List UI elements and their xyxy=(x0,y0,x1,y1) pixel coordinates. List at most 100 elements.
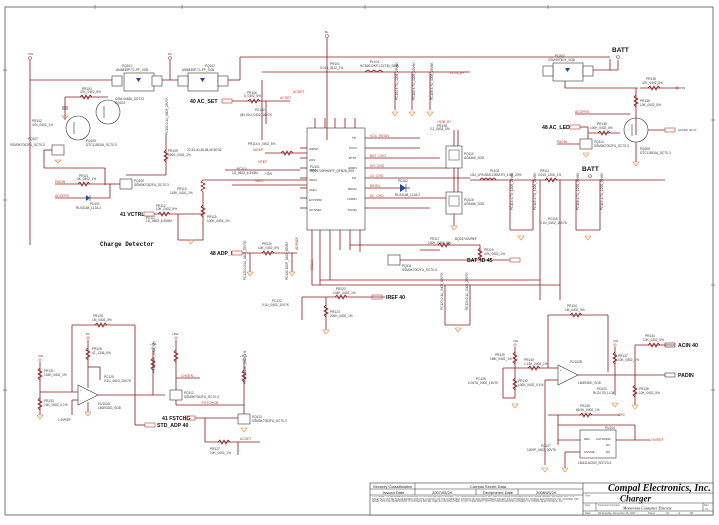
svg-text:REF: REF xyxy=(584,437,590,441)
svg-text:PGND: PGND xyxy=(348,208,358,212)
title-block: Security Classification Compal Secret Da… xyxy=(369,482,714,516)
svg-text:VIN: VIN xyxy=(613,339,618,343)
comparator-pu102: PR125 1M_0402_5% VIN PR131 133K_0402_1% … xyxy=(36,314,188,429)
net-padin: PADIN xyxy=(678,373,694,379)
svg-text:100K_0402_5%: 100K_0402_5% xyxy=(428,241,451,245)
bjt-pq104: PQ105 DTC115EUA_SC70-3 xyxy=(65,115,117,147)
svg-text:PR126: PR126 xyxy=(92,347,102,351)
svg-text:PR101: PR101 xyxy=(330,62,340,66)
svg-text:PC105 4.7U_1206_25V6K: PC105 4.7U_1206_25V6K xyxy=(412,62,416,100)
high-side-mosfet-pq110: PQ110 AO4466_SO8 xyxy=(445,145,484,169)
company-name: Compal Electronics, Inc. xyxy=(608,483,711,494)
svg-text:PC126: PC126 xyxy=(476,377,486,381)
svg-text:PQ111: PQ111 xyxy=(402,264,412,268)
size-label: Size xyxy=(585,503,591,507)
net-iadsp: IADSP xyxy=(253,148,264,152)
svg-text:PD102: PD102 xyxy=(398,179,408,183)
net-vctrl: 41 VCTRL xyxy=(120,212,145,218)
svg-text:PR112: PR112 xyxy=(156,204,166,208)
svg-text:1M_0402_5%: 1M_0402_5% xyxy=(565,308,585,312)
disclaimer-text: THIS SHEET OF ENGINEERING DRAWING IS THE… xyxy=(372,496,579,504)
svg-text:PQ102: PQ102 xyxy=(555,54,565,58)
svg-text:SSM3K7002FU_SC70-3: SSM3K7002FU_SC70-3 xyxy=(402,268,437,272)
svg-text:PR122: PR122 xyxy=(336,287,346,291)
svg-text:PR111: PR111 xyxy=(79,174,88,178)
security-label: Security Classification xyxy=(373,484,412,489)
net-regn: REGN xyxy=(370,184,380,188)
svg-text:+3VL: +3VL xyxy=(265,172,273,176)
plus3vl-label: +3VL xyxy=(150,342,157,346)
deciphered-date-value: 2008/05/29 xyxy=(536,490,557,495)
svg-text:AO4466_SO8: AO4466_SO8 xyxy=(464,156,484,160)
ac-set-network: 40 AC_SET PR106 0_0402_5% ACSET ACDET PC… xyxy=(190,90,305,124)
svg-text:LM393DG_SO8: LM393DG_SO8 xyxy=(578,381,601,385)
sheet-number: 40 xyxy=(666,511,669,515)
svg-text:PR137: PR137 xyxy=(618,354,628,358)
svg-text:PC115 4.7U_1206_25V6K: PC115 4.7U_1206_25V6K xyxy=(533,172,537,210)
svg-text:PC114 4.7U_1206_25V6K: PC114 4.7U_1206_25V6K xyxy=(510,172,514,210)
svg-text:SSM3K7002FU_SC70-3: SSM3K7002FU_SC70-3 xyxy=(10,143,45,147)
svg-text:HCB2012KF-121T30_0805: HCB2012KF-121T30_0805 xyxy=(360,64,399,68)
svg-text:1U_0603_6.3V6M: 1U_0603_6.3V6M xyxy=(232,171,258,175)
svg-text:PC119 4.7U_1206_25V6K: PC119 4.7U_1206_25V6K xyxy=(600,172,604,210)
svg-text:PR109: PR109 xyxy=(168,149,178,153)
net-vref: 2.5VREF xyxy=(650,438,664,442)
svg-text:PQ105: PQ105 xyxy=(86,139,96,143)
mosfet-pq102: PQ102 AM4835P-T1-PF_SO8 xyxy=(177,64,229,92)
vin-rail-label: VIN xyxy=(28,52,33,56)
svg-text:PQ101: PQ101 xyxy=(122,64,132,68)
svg-text:+: + xyxy=(80,388,82,392)
net-bst-chg: BST_CHG xyxy=(370,154,386,158)
svg-text:PQ103: PQ103 xyxy=(115,101,125,105)
svg-text:2.2_0603_5%: 2.2_0603_5% xyxy=(430,127,450,131)
svg-text:PR133: PR133 xyxy=(44,399,54,403)
svg-text:1000P_0402_50V7K: 1000P_0402_50V7K xyxy=(527,448,557,452)
svg-text:PR117: PR117 xyxy=(430,237,440,241)
svg-text:PR136: PR136 xyxy=(639,387,649,391)
ic-part: BQ24740RHDRT_QFN28_5X5 xyxy=(310,169,354,173)
svg-text:+5VB_B+: +5VB_B+ xyxy=(437,120,452,124)
svg-text:BQ24740VREF: BQ24740VREF xyxy=(455,237,477,241)
svg-text:10K_0402_1%: 10K_0402_1% xyxy=(618,358,639,362)
svg-text:10U_LF919AS-100M-P3_4.5A_20%: 10U_LF919AS-100M-P3_4.5A_20% xyxy=(470,173,522,177)
vref-note: 1.2VREF xyxy=(58,418,71,422)
svg-text:PR123: PR123 xyxy=(330,310,340,314)
regulator-part: LM431ACM3_SOT23-3 xyxy=(578,461,612,465)
svg-text:PR134: PR134 xyxy=(567,304,577,308)
batt-label-2: BATT xyxy=(582,166,599,173)
svg-text:200K_0402_1%: 200K_0402_1% xyxy=(330,314,353,318)
svg-text:0.1U_0402_10V7K: 0.1U_0402_10V7K xyxy=(262,303,290,307)
svg-text:ACDET: ACDET xyxy=(293,90,305,94)
svg-text:0.1U_0603_25V7K: 0.1U_0603_25V7K xyxy=(104,379,132,383)
batt-label: BATT xyxy=(612,47,629,54)
plus5vl-label-2: +5VL xyxy=(240,354,247,358)
svg-text:PR135: PR135 xyxy=(646,77,656,81)
net-padin-top: PADIN xyxy=(557,140,568,144)
svg-text:PC120 0.01U_0402_25V7K: PC120 0.01U_0402_25V7K xyxy=(243,240,247,280)
svg-text:PQ116: PQ116 xyxy=(464,198,474,202)
svg-text:CSM-44826_SOT23: CSM-44826_SOT23 xyxy=(115,97,144,101)
svg-text:ISYNSET: ISYNSET xyxy=(309,208,322,212)
svg-text:PC127: PC127 xyxy=(541,444,551,448)
rev-label: Rev xyxy=(704,503,709,507)
svg-text:VIN: VIN xyxy=(513,339,518,343)
svg-text:PC101 0.1U_0603_25V7K: PC101 0.1U_0603_25V7K xyxy=(165,97,169,135)
svg-text:REGN: REGN xyxy=(348,187,357,191)
ic-ref: PU101 xyxy=(310,165,320,169)
bjt-pq103: CSM-44826_SOT23 PQ103 xyxy=(95,97,144,125)
svg-text:ACN: ACN xyxy=(309,158,315,162)
rev-value: 0.1 xyxy=(705,507,709,511)
bplus-input: B+ PR101 0.015_2512_1% PL101 HCB2012KF-1… xyxy=(262,30,470,140)
svg-text:PC116: PC116 xyxy=(548,217,558,221)
charger-ic-pu101: PU101 BQ24740RHDRT_QFN28_5X5 IADSP ACN V… xyxy=(306,127,366,231)
svg-text:AO4466_SO8: AO4466_SO8 xyxy=(464,202,484,206)
svg-text:+: + xyxy=(560,368,562,372)
svg-text:CHGEN: CHGEN xyxy=(181,374,194,378)
svg-text:1MK_0402_1%: 1MK_0402_1% xyxy=(490,357,512,361)
svg-text:TP: TP xyxy=(352,136,356,140)
svg-text:CELLS: CELLS xyxy=(310,259,314,270)
svg-text:PC117: PC117 xyxy=(146,216,156,220)
mosfet-pq101: PQ101 AM4835P-T1-PF_SO8 xyxy=(111,64,163,92)
net-acoff-out: ACOFF 40,47 xyxy=(678,128,697,132)
bplus-rail-label: B+ xyxy=(325,30,329,34)
